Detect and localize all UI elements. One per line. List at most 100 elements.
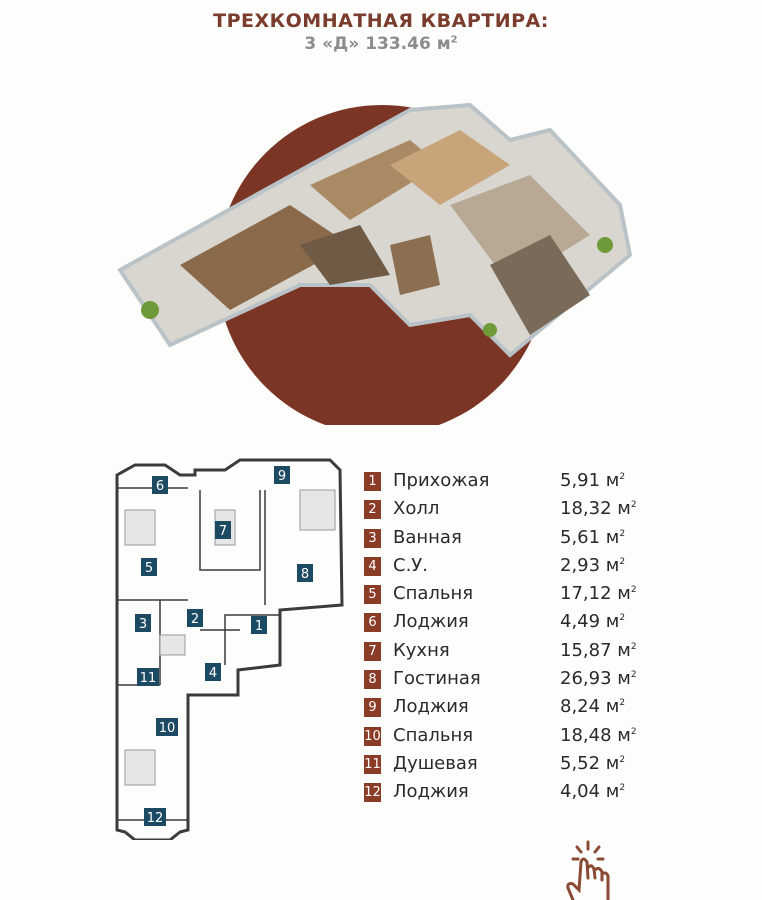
room-number-badge: 6 bbox=[364, 613, 381, 633]
svg-text:1: 1 bbox=[255, 619, 263, 634]
room-number-badge: 8 bbox=[364, 670, 381, 690]
room-name: Душевая bbox=[393, 752, 478, 774]
svg-text:5: 5 bbox=[145, 561, 153, 576]
room-area-value: 8,24 м bbox=[560, 696, 620, 718]
room-area: 18,48 м2 bbox=[560, 725, 637, 746]
svg-text:8: 8 bbox=[301, 567, 309, 582]
area-unit-sup: 2 bbox=[630, 585, 637, 596]
room-name: Холл bbox=[393, 498, 440, 520]
room-area-value: 18,32 м bbox=[560, 498, 631, 520]
plan-badge-9: 9 bbox=[274, 466, 290, 484]
tap-hand-icon[interactable] bbox=[565, 838, 625, 900]
svg-text:12: 12 bbox=[147, 811, 164, 826]
plan-badge-3: 3 bbox=[135, 614, 151, 632]
plan-badge-4: 4 bbox=[205, 663, 221, 681]
room-list-item: 12 Лоджия 4,04 м2 bbox=[364, 781, 664, 809]
room-area: 15,87 м2 bbox=[560, 640, 637, 661]
plan-room-badges: 1 2 3 4 5 6 7 8 9 10 11 12 bbox=[135, 466, 313, 826]
room-area-value: 18,48 м bbox=[560, 724, 631, 746]
room-area: 8,24 м2 bbox=[560, 696, 625, 717]
room-area: 18,32 м2 bbox=[560, 498, 637, 519]
room-list-item: 8 Гостиная 26,93 м2 bbox=[364, 668, 664, 696]
plan-badge-11: 11 bbox=[137, 668, 159, 686]
room-list-item: 4 С.У. 2,93 м2 bbox=[364, 555, 664, 583]
room-area-value: 26,93 м bbox=[560, 668, 631, 690]
room-name: Лоджия bbox=[393, 781, 469, 803]
room-area: 4,04 м2 bbox=[560, 781, 625, 802]
room-number-badge: 12 bbox=[364, 783, 381, 803]
room-name: Спальня bbox=[393, 724, 474, 746]
room-area-value: 5,61 м bbox=[560, 526, 620, 548]
room-number-badge: 4 bbox=[364, 556, 381, 576]
room-list-item: 5 Спальня 17,12 м2 bbox=[364, 583, 664, 611]
plan-badge-7: 7 bbox=[215, 521, 231, 539]
room-list-item: 9 Лоджия 8,24 м2 bbox=[364, 696, 664, 724]
render-floor bbox=[117, 102, 633, 358]
room-name: Спальня bbox=[393, 583, 474, 605]
area-unit-sup: 2 bbox=[619, 472, 626, 482]
room-number-badge: 5 bbox=[364, 585, 381, 605]
apartment-subtitle: 3 «Д» 133.46 м2 bbox=[0, 34, 762, 54]
area-unit-sup: 2 bbox=[619, 698, 626, 709]
svg-text:10: 10 bbox=[159, 721, 176, 736]
area-unit-sup: 2 bbox=[619, 613, 626, 624]
area-unit-sup: 2 bbox=[630, 726, 637, 737]
room-area-value: 5,91 м bbox=[560, 470, 620, 491]
svg-text:7: 7 bbox=[219, 524, 227, 539]
svg-text:11: 11 bbox=[140, 671, 157, 686]
plan-badge-5: 5 bbox=[141, 558, 157, 576]
area-unit-sup: 2 bbox=[619, 556, 626, 567]
area-unit-sup: 2 bbox=[630, 500, 637, 511]
room-area: 5,52 м2 bbox=[560, 753, 625, 774]
room-name: Лоджия bbox=[393, 611, 469, 633]
room-area-value: 15,87 м bbox=[560, 639, 631, 661]
plan-badge-1: 1 bbox=[251, 616, 267, 634]
room-name: Ванная bbox=[393, 526, 462, 548]
room-list-item: 3 Ванная 5,61 м2 bbox=[364, 527, 664, 555]
plan-badge-6: 6 bbox=[152, 476, 168, 494]
plan-badge-2: 2 bbox=[187, 609, 203, 627]
area-unit-sup: 2 bbox=[630, 670, 637, 681]
floor-plan: 1 2 3 4 5 6 7 8 9 10 11 12 bbox=[115, 458, 344, 840]
room-area-value: 4,04 м bbox=[560, 781, 620, 803]
room-area-value: 4,49 м bbox=[560, 611, 620, 633]
page-title: ТРЕХКОМНАТНАЯ КВАРТИРА: bbox=[213, 10, 549, 32]
area-unit-sup: 2 bbox=[619, 783, 626, 794]
room-area: 2,93 м2 bbox=[560, 555, 625, 576]
room-name: Лоджия bbox=[393, 696, 469, 718]
room-list-item: 6 Лоджия 4,49 м2 bbox=[364, 611, 664, 639]
room-name: С.У. bbox=[393, 554, 428, 576]
svg-text:9: 9 bbox=[278, 469, 286, 484]
room-number-badge: 11 bbox=[364, 754, 381, 774]
room-name: Кухня bbox=[393, 639, 450, 661]
room-area-value: 17,12 м bbox=[560, 583, 631, 605]
area-unit-sup: 2 bbox=[619, 528, 626, 539]
room-name: Прихожая bbox=[393, 470, 490, 491]
svg-text:4: 4 bbox=[209, 666, 217, 681]
plan-badge-8: 8 bbox=[297, 564, 313, 582]
room-area: 17,12 м2 bbox=[560, 583, 637, 604]
room-area: 5,61 м2 bbox=[560, 527, 625, 548]
plan-badge-12: 12 bbox=[144, 808, 166, 826]
subtitle-text: 3 «Д» 133.46 м bbox=[304, 34, 451, 54]
plan-badge-10: 10 bbox=[156, 718, 178, 736]
room-number-badge: 7 bbox=[364, 641, 381, 661]
room-area: 5,91 м2 bbox=[560, 470, 625, 491]
room-list-item: 7 Кухня 15,87 м2 bbox=[364, 640, 664, 668]
room-name: Гостиная bbox=[393, 668, 481, 690]
room-number-badge: 3 bbox=[364, 528, 381, 548]
room-number-badge: 2 bbox=[364, 500, 381, 520]
area-unit-sup: 2 bbox=[619, 754, 626, 765]
svg-text:2: 2 bbox=[191, 612, 199, 627]
subtitle-sup: 2 bbox=[450, 34, 458, 46]
room-number-badge: 1 bbox=[364, 472, 381, 491]
apartment-3d-render bbox=[117, 102, 633, 425]
room-list-item: 1 Прихожая 5,91 м2 bbox=[364, 470, 664, 498]
room-area-value: 5,52 м bbox=[560, 752, 620, 774]
area-unit-sup: 2 bbox=[630, 641, 637, 652]
room-number-badge: 9 bbox=[364, 698, 381, 718]
room-area: 26,93 м2 bbox=[560, 668, 637, 689]
